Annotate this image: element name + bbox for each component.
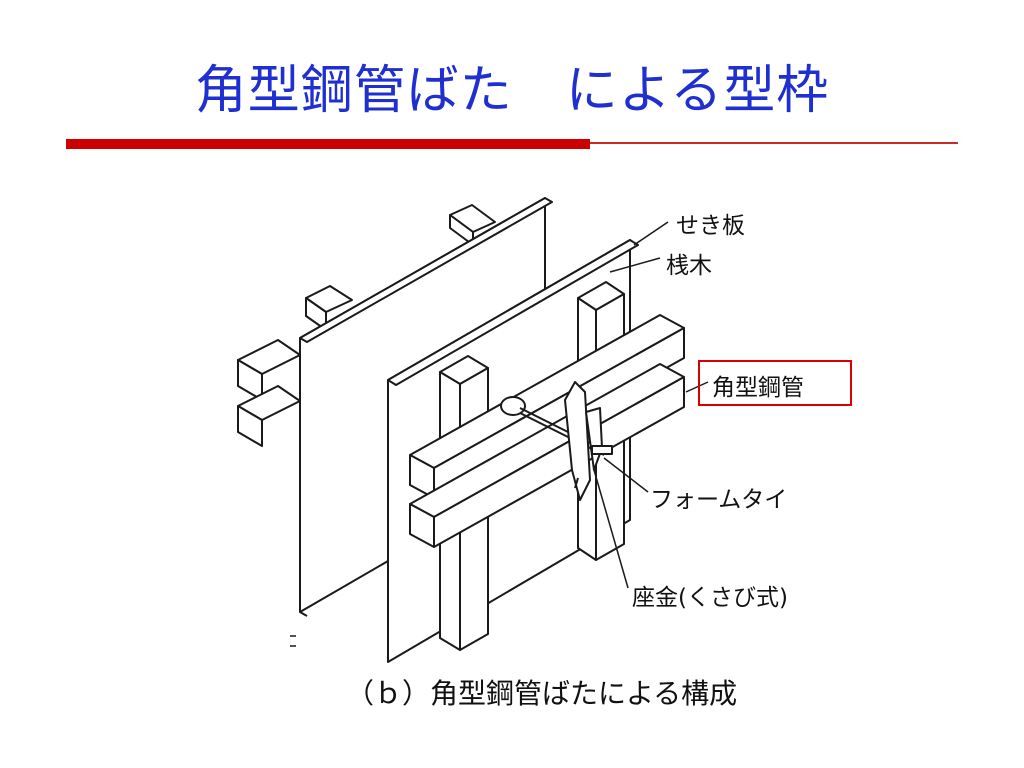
- slide-title: 角型鋼管ばた による型枠: [194, 61, 830, 121]
- back-left-steel-pipe: [237, 285, 353, 447]
- title-underline-thick: [66, 139, 590, 149]
- leader-lines: [593, 221, 709, 589]
- label-form-tie: フォームタイ: [650, 487, 788, 513]
- diagram-caption: （ｂ）角型鋼管ばたによる構成: [346, 677, 738, 710]
- back-batten: [449, 204, 496, 246]
- label-highlight-box: [698, 360, 852, 406]
- label-square-steel-pipe: 角型鋼管: [712, 375, 804, 401]
- label-sheathing-board: せき板: [676, 213, 745, 239]
- form-tie-assembly: [500, 381, 613, 501]
- label-wedge-washer: 座金(くさび式): [632, 585, 788, 611]
- title-underline-thin: [590, 142, 958, 144]
- label-batten: 桟木: [666, 253, 712, 279]
- stray-mark: [290, 635, 296, 647]
- front-square-steel-pipes: [409, 314, 685, 548]
